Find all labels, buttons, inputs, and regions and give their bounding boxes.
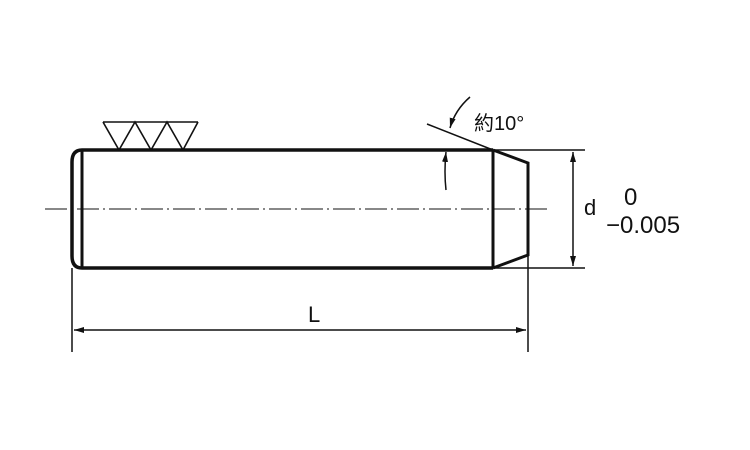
angle-arc-lower xyxy=(442,151,448,191)
angle-arc-upper xyxy=(449,96,471,129)
tolerance-upper: 0 xyxy=(624,184,638,211)
angle-reference-line xyxy=(426,123,494,151)
tolerance-lower: −0.005 xyxy=(606,212,681,239)
surface-finish-symbol xyxy=(102,120,199,152)
diameter-label: d xyxy=(584,195,597,220)
angle-label: 約10° xyxy=(474,113,525,135)
length-label: L xyxy=(308,302,321,327)
